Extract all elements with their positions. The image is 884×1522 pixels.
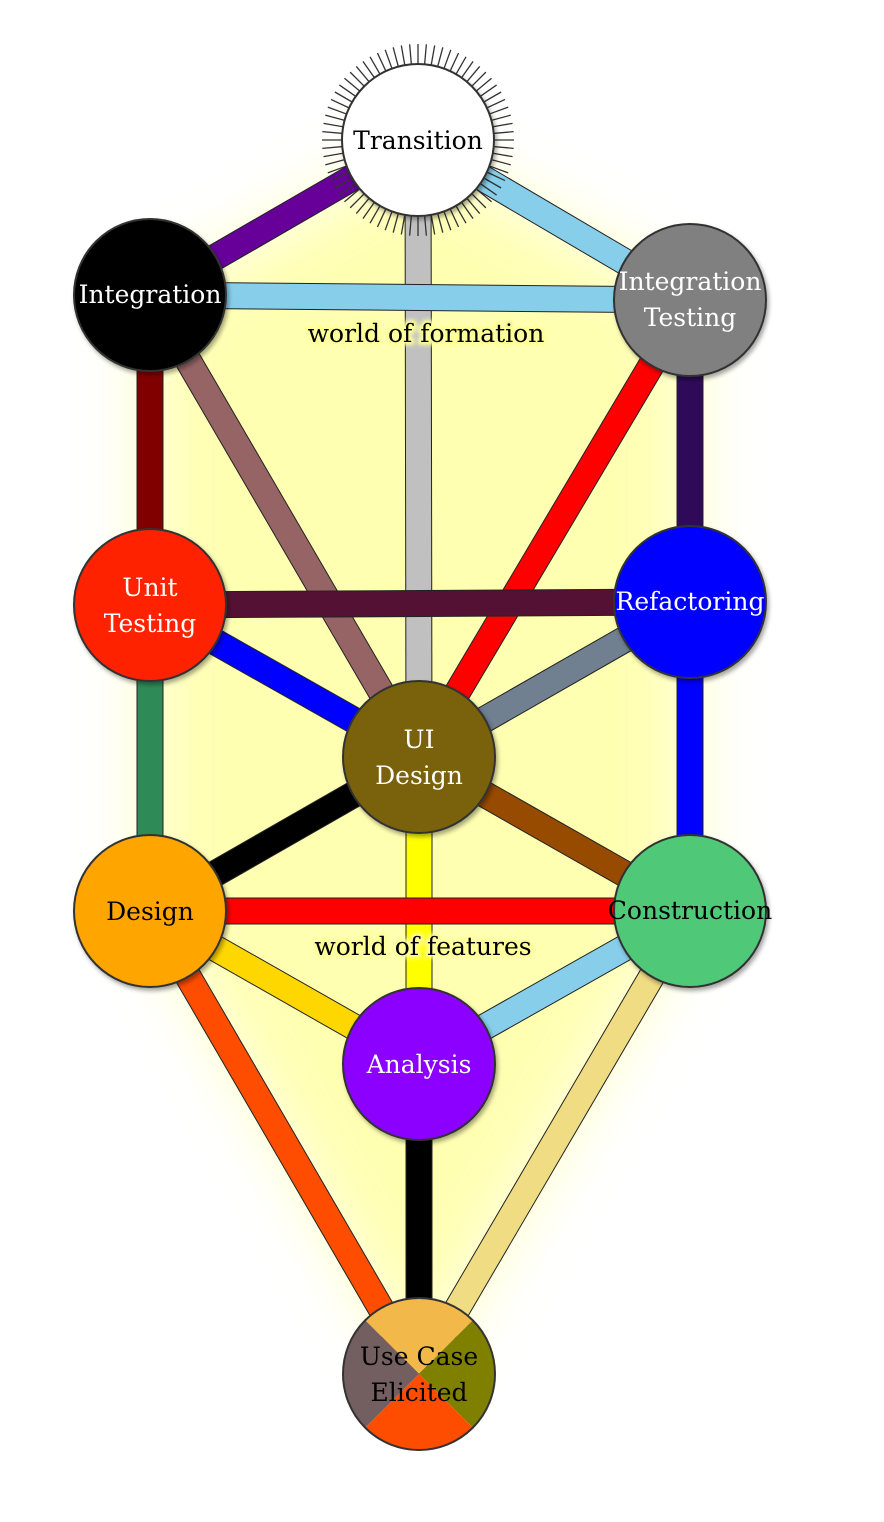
quadrant-left bbox=[343, 1320, 419, 1428]
svg-text:world of features: world of features bbox=[314, 932, 531, 961]
quadrant-top bbox=[365, 1298, 473, 1374]
node-label: Testing bbox=[104, 609, 197, 638]
path-integration-to-integration-testing bbox=[149, 281, 691, 314]
node-label: Integration bbox=[79, 280, 222, 309]
node-label: Transition bbox=[353, 126, 483, 155]
node-circle bbox=[73, 528, 227, 682]
node-label: Elicited bbox=[370, 1378, 467, 1407]
node-circle bbox=[613, 834, 767, 988]
node-circle bbox=[342, 987, 496, 1141]
node-label: Testing bbox=[644, 303, 737, 332]
svg-text:world of formation: world of formation bbox=[308, 319, 545, 348]
node-label: Design bbox=[106, 897, 194, 926]
path-transition-to-ui-design bbox=[404, 139, 433, 758]
sun-rays bbox=[322, 44, 514, 236]
node-label: Analysis bbox=[366, 1050, 472, 1079]
node-label: Integration bbox=[619, 267, 762, 296]
world-label-text: world of formation bbox=[308, 319, 545, 348]
node-ui-design: UI Design bbox=[342, 680, 496, 834]
node-transition: Transition bbox=[322, 44, 514, 236]
node-label: Design bbox=[375, 761, 463, 790]
quadrant-bottom bbox=[365, 1374, 473, 1450]
node-analysis: Analysis bbox=[342, 987, 496, 1141]
node-label: Refactoring bbox=[616, 587, 765, 616]
node-label: Construction bbox=[608, 896, 772, 925]
node-circle bbox=[342, 680, 496, 834]
path-design-to-use-case-elicited bbox=[138, 904, 431, 1381]
path-unit-testing-to-refactoring bbox=[149, 588, 691, 619]
node-circle bbox=[613, 525, 767, 679]
node-circle bbox=[73, 834, 227, 988]
path-construction-to-use-case-elicited bbox=[407, 904, 702, 1381]
node-label: Use Case bbox=[360, 1342, 478, 1371]
node-circle bbox=[73, 218, 227, 372]
world-label-text: world of features bbox=[314, 932, 531, 961]
path-integration-testing-to-ui-design bbox=[407, 293, 702, 764]
node-label: Unit bbox=[122, 573, 177, 602]
node-circle bbox=[613, 223, 767, 377]
path-integration-to-ui-design bbox=[138, 288, 431, 764]
node-design: Design bbox=[73, 834, 227, 988]
node-integration: Integration bbox=[73, 218, 227, 372]
node-circle bbox=[341, 63, 495, 217]
node-construction: Construction bbox=[608, 834, 772, 988]
quadrant-right bbox=[419, 1320, 495, 1428]
node-label: UI bbox=[404, 725, 435, 754]
node-refactoring: Refactoring bbox=[613, 525, 767, 679]
